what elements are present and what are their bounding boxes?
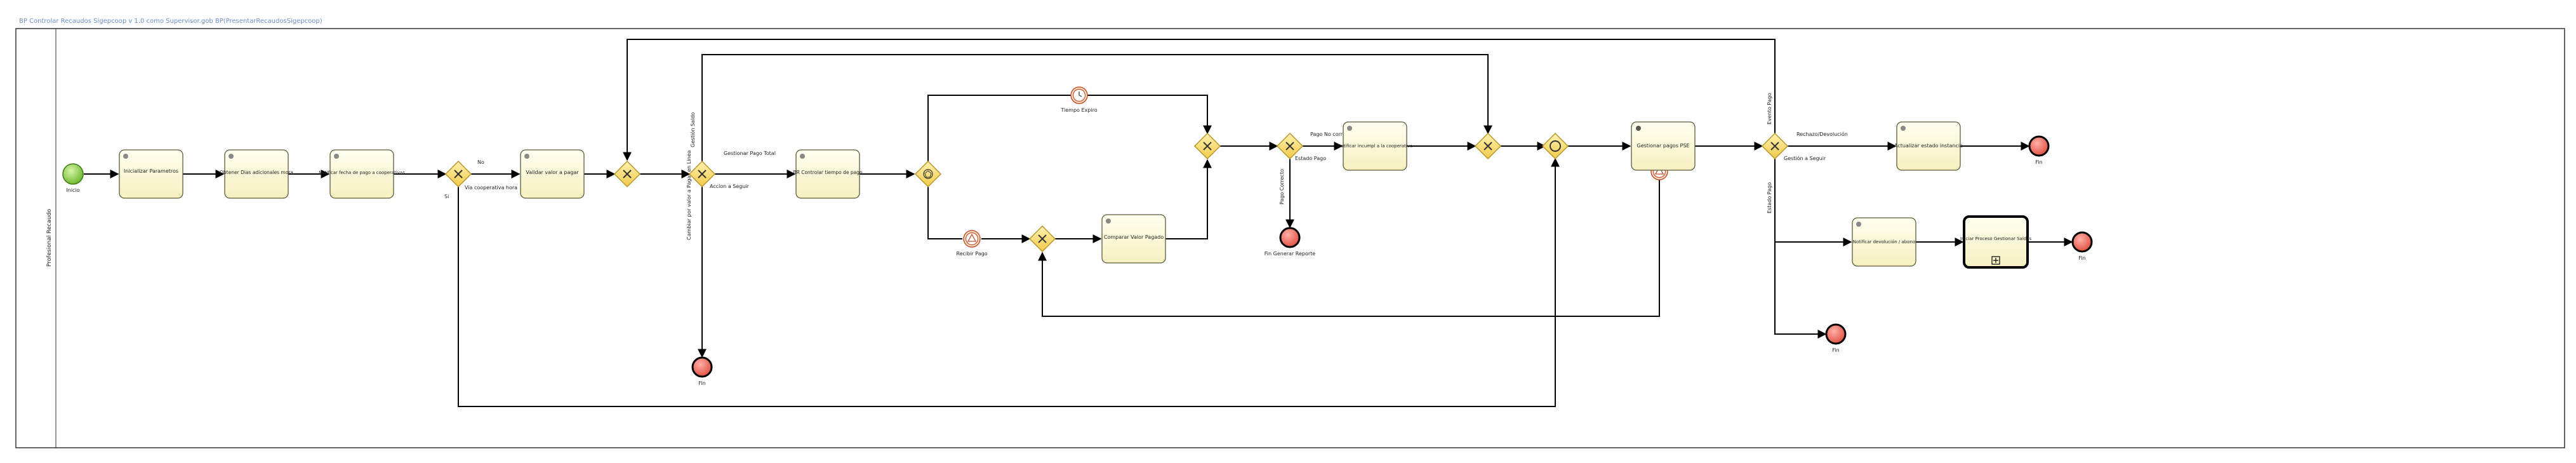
flow-label-estado-pago: Estado Pago <box>1295 156 1326 161</box>
gateway-exclusive-3[interactable] <box>688 160 716 188</box>
task-iniciar-proceso[interactable]: Iniciar Proceso Gestionar Saldos <box>1960 215 2032 269</box>
flow-label-gestion-seguir: Gestión a Seguir <box>1784 155 1826 161</box>
task-gestionar-pago-label: Gestionar pagos PSE <box>1637 143 1690 149</box>
task-inicializar[interactable]: Inicializar Parametros <box>119 149 183 199</box>
lane-label: Profesional Recaudo <box>46 208 53 267</box>
gateway-exclusive-7[interactable] <box>1474 132 1502 160</box>
subprocess-plus-icon <box>1991 256 2000 265</box>
gear-icon <box>1347 126 1352 131</box>
task-iniciar-proceso-label: Iniciar Proceso Gestionar Saldos <box>1960 236 2032 241</box>
flow-label-si: Si <box>444 194 449 199</box>
flow-label-via-cooperativa: Via cooperativa hora <box>465 185 517 191</box>
task-notificar-fecha-label: Notificar fecha de pago a cooperativas <box>319 170 405 175</box>
end-event-bottom[interactable] <box>1825 323 1847 345</box>
diagram-title: BP Controlar Recaudos Sigepcoop v 1.0 co… <box>19 18 322 25</box>
gear-icon <box>524 154 529 159</box>
flow-label-cambiar-valor: Cambiar por valor a Pagar en Linea <box>686 150 692 240</box>
task-comparar-valor-label: Comparar Valor Pagado <box>1104 234 1164 240</box>
gateway-inclusive[interactable] <box>1541 132 1569 160</box>
end-event-reporte-label: Fin Generar Reporte <box>1265 251 1316 257</box>
flow-label-pago-correcto: Pago Correcto <box>1279 169 1285 205</box>
gear-icon <box>229 154 234 159</box>
gear-icon <box>1856 222 1861 227</box>
end-event-saldos-label: Fin <box>2078 255 2085 261</box>
task-notificar-fecha[interactable]: Notificar fecha de pago a cooperativas <box>319 149 405 199</box>
end-event-main[interactable] <box>691 356 713 378</box>
user-icon <box>1636 126 1641 131</box>
gateway-exclusive-8[interactable] <box>1761 132 1789 160</box>
end-event-reporte[interactable] <box>1279 227 1301 248</box>
signal-event-label: Recibir Pago <box>956 251 987 257</box>
end-event-main-label: Fin <box>698 380 705 386</box>
flow-label-rechazo: Rechazo/Devolución <box>1796 131 1848 137</box>
start-event[interactable] <box>62 163 84 185</box>
task-comparar-valor[interactable]: Comparar Valor Pagado <box>1101 214 1166 264</box>
pool-frame <box>15 28 2565 448</box>
flow-label-estado-pago-bottom: Estado Pago <box>1767 182 1772 213</box>
gear-icon <box>1901 126 1906 131</box>
sequence-flows <box>84 39 2073 407</box>
gateway-exclusive-5[interactable] <box>1193 132 1221 160</box>
timer-event-label: Tiempo Expiro <box>1060 107 1097 113</box>
task-actualizar-estado[interactable]: Actualizar estado instancia <box>1894 121 1963 171</box>
task-inicializar-label: Inicializar Parametros <box>124 168 178 174</box>
gear-icon <box>334 154 339 159</box>
gateway-exclusive-1[interactable] <box>444 160 472 188</box>
gear-icon <box>123 154 128 159</box>
task-actualizar-estado-label: Actualizar estado instancia <box>1894 143 1963 149</box>
task-obtener-dias-label: Obtener Dias adicionales mora <box>220 170 293 175</box>
timer-event[interactable] <box>1070 86 1088 104</box>
task-gestionar-pago[interactable]: Gestionar pagos PSE <box>1631 121 1696 171</box>
gear-icon <box>1106 218 1111 224</box>
flow-label-gestionar-pago-total: Gestionar Pago Total <box>724 151 776 156</box>
gateway-exclusive-4[interactable] <box>1028 225 1056 253</box>
gateway-exclusive-2[interactable] <box>613 160 641 188</box>
flow-label-gestion-saldo: Gestión Saldo <box>689 112 696 147</box>
task-obtener-dias[interactable]: Obtener Dias adicionales mora <box>220 149 293 199</box>
flow-label-accion-seguir: Accion a Seguir <box>710 184 750 189</box>
flow-label-no: No <box>477 159 484 165</box>
task-validar-valor-label: Validar valor a pagar <box>526 170 579 175</box>
start-event-label: Inicio <box>66 187 79 193</box>
task-notificar-devolucion-label: Notificar devolución / abono <box>1853 239 1915 245</box>
task-notificar-incumpl-label: Notificar incumpl a la cooperativa <box>1338 144 1412 149</box>
flow-label-estado-pago-top: Evento Pago <box>1767 93 1772 124</box>
task-controlar-tiempo-label: BR Controlar tiempo de pago <box>793 170 862 175</box>
task-notificar-devolucion[interactable]: Notificar devolución / abono <box>1852 217 1916 267</box>
gear-icon <box>800 154 805 159</box>
task-notificar-incumpl[interactable]: Notificar incumpl a la cooperativa <box>1338 121 1412 171</box>
end-event-right[interactable] <box>2028 135 2050 157</box>
end-event-bottom-label: Fin <box>1832 347 1839 353</box>
end-event-saldos[interactable] <box>2071 231 2093 253</box>
end-event-right-label: Fin <box>2035 159 2042 165</box>
task-controlar-tiempo[interactable]: BR Controlar tiempo de pago <box>793 149 863 199</box>
gateway-event-based[interactable] <box>914 160 942 188</box>
signal-event[interactable] <box>963 230 981 248</box>
gateway-exclusive-6[interactable] <box>1276 132 1304 160</box>
task-validar-valor[interactable]: Validar valor a pagar <box>520 149 585 199</box>
